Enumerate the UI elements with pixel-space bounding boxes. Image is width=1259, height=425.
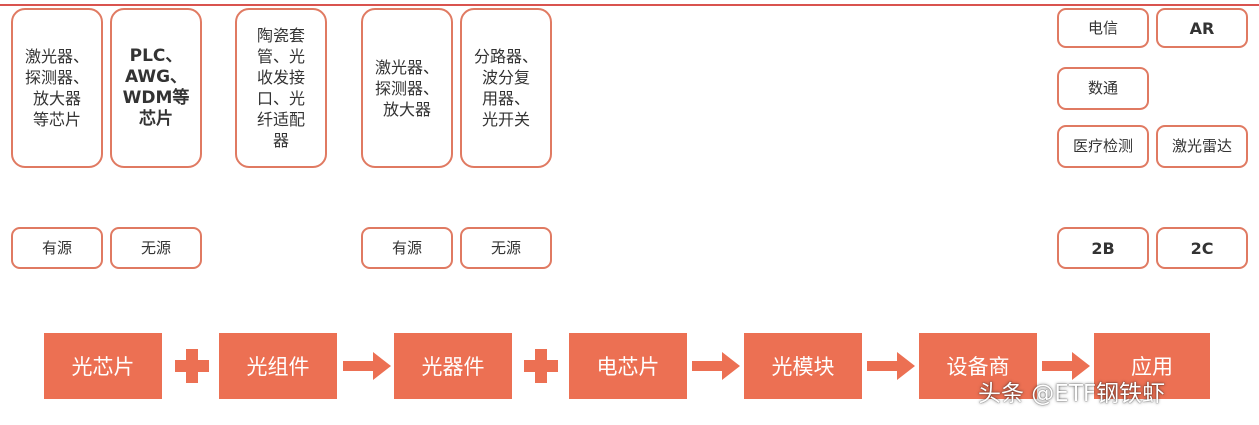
watermark-text: 头条 @ETF钢铁虾 [978,381,1166,407]
arrow-right-icon [692,352,740,380]
passive-label-chips: 无源 [110,227,202,269]
optical-chip-types-box: 激光器、 探测器、 放大器 等芯片 [11,8,103,168]
plus-icon [175,349,209,383]
active-device-types-box: 激光器、 探测器、 放大器 [361,8,453,168]
plus-icon [524,349,558,383]
app-2b-box: 2B [1057,227,1149,269]
app-datacom-box: 数通 [1057,67,1149,110]
active-label-chips: 有源 [11,227,103,269]
flow-optical-component: 光组件 [219,333,337,399]
app-lidar-box: 激光雷达 [1156,125,1248,168]
arrow-right-icon [867,352,915,380]
passive-label-devices: 无源 [460,227,552,269]
passive-device-types-box: 分路器、 波分复 用器、 光开关 [460,8,552,168]
flow-electrical-chip: 电芯片 [569,333,687,399]
arrow-right-icon [1042,352,1090,380]
flow-equipment-vendor: 设备商 [919,333,1037,399]
component-types-box: 陶瓷套 管、光 收发接 口、光 纤适配 器 [235,8,327,168]
arrow-right-icon [343,352,391,380]
app-ar-box: AR [1156,8,1248,48]
passive-chip-types-box: PLC、 AWG、 WDM等 芯片 [110,8,202,168]
app-medical-box: 医疗检测 [1057,125,1149,168]
flow-application: 应用 [1094,333,1210,399]
flow-optical-chip: 光芯片 [44,333,162,399]
app-telecom-box: 电信 [1057,8,1149,48]
active-label-devices: 有源 [361,227,453,269]
flow-optical-module: 光模块 [744,333,862,399]
flow-optical-device: 光器件 [394,333,512,399]
app-2c-box: 2C [1156,227,1248,269]
top-divider-line [0,4,1259,6]
